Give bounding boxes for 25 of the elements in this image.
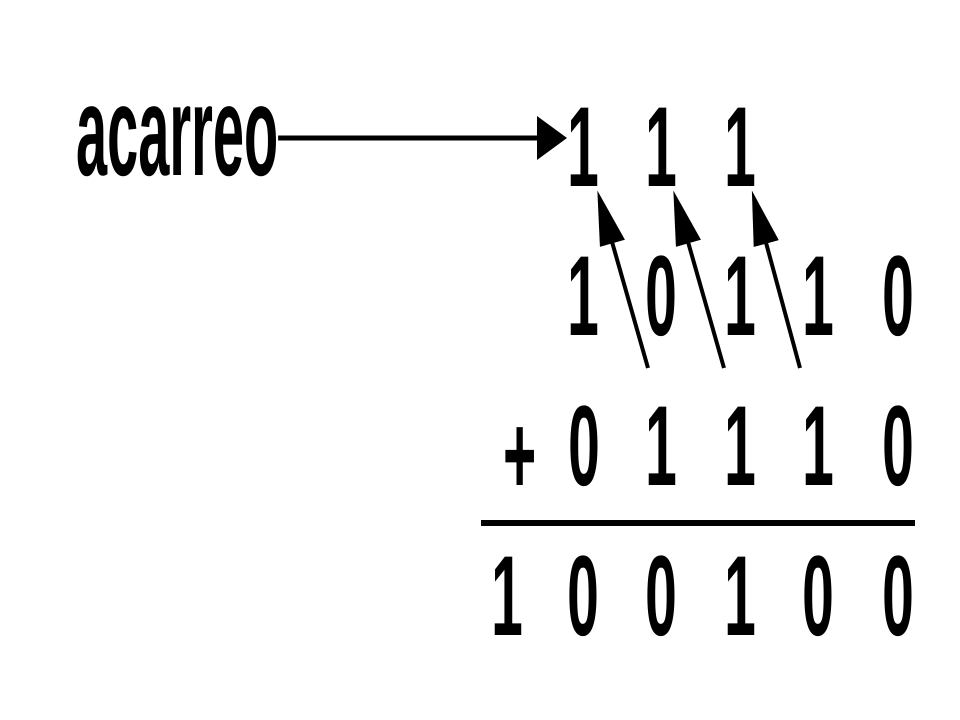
carry-digit: 1 <box>724 105 756 190</box>
digit: 1 <box>645 404 677 490</box>
digit: 1 <box>724 404 756 490</box>
digit: 1 <box>567 254 599 340</box>
digit: 0 <box>882 404 914 490</box>
digit: 1 <box>724 254 756 340</box>
carry-digit: 1 <box>645 105 677 190</box>
plus-sign: + <box>503 413 535 498</box>
digit: 0 <box>802 554 834 640</box>
digit: 1 <box>491 554 523 640</box>
arrow <box>597 190 650 369</box>
digit: 1 <box>802 404 834 490</box>
digit: 0 <box>882 554 914 640</box>
term-label: acarreo <box>76 88 278 176</box>
digit: 0 <box>567 554 599 640</box>
digit: 0 <box>645 554 677 640</box>
digit: 0 <box>645 254 677 340</box>
digit: 0 <box>568 404 600 490</box>
arrow <box>752 190 802 369</box>
digit: 0 <box>882 254 914 340</box>
digit: 1 <box>724 554 756 640</box>
carry-digit: 1 <box>567 105 599 190</box>
arrow <box>278 116 567 160</box>
arrow <box>673 190 726 369</box>
digit: 1 <box>802 254 834 340</box>
